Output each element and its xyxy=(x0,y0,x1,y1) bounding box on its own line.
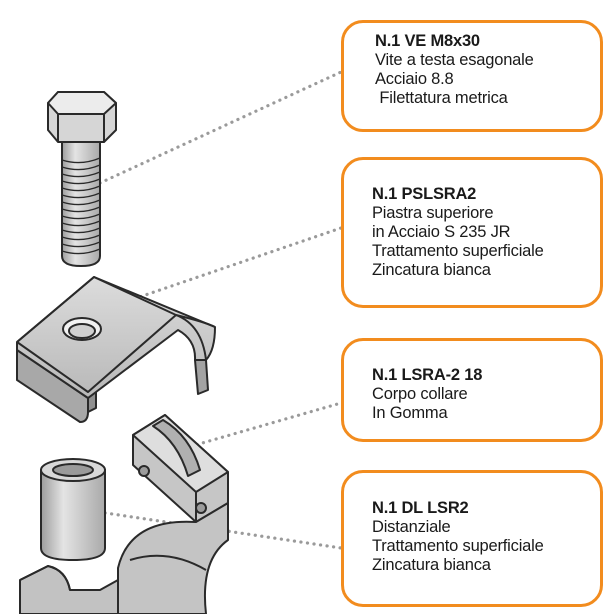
description-line: Corpo collare xyxy=(372,385,468,403)
hex-bolt-icon xyxy=(47,91,117,267)
description-line: Distanziale xyxy=(372,518,451,536)
callout-rubber-collar: N.1 LSRA-2 18 Corpo collare In Gomma xyxy=(341,338,603,442)
description-line: in Acciaio S 235 JR xyxy=(372,223,511,241)
part-code: N.1 VE M8x30 xyxy=(375,32,480,50)
description-line: Filettatura metrica xyxy=(375,89,508,107)
leader-line-collar xyxy=(176,401,343,452)
description-line: In Gomma xyxy=(372,404,448,422)
leader-line-plate xyxy=(120,226,343,305)
upper-plate-icon xyxy=(16,276,216,423)
callout-spacer: N.1 DL LSR2 Distanziale Trattamento supe… xyxy=(341,470,603,607)
spacer-icon xyxy=(40,458,106,562)
callout-hex-bolt: N.1 VE M8x30 Vite a testa esagonale Acci… xyxy=(341,20,603,132)
description-line: Acciaio 8.8 xyxy=(375,70,454,88)
description-line: Piastra superiore xyxy=(372,204,494,222)
description-line: Vite a testa esagonale xyxy=(375,51,534,69)
part-code: N.1 DL LSR2 xyxy=(372,499,469,517)
leader-line-bolt xyxy=(98,70,343,185)
part-code: N.1 LSRA-2 18 xyxy=(372,366,483,384)
rubber-collar-icon xyxy=(19,414,229,614)
description-line: Zincatura bianca xyxy=(372,261,491,279)
description-line: Trattamento superficiale xyxy=(372,242,544,260)
description-line: Trattamento superficiale xyxy=(372,537,544,555)
description-line: Zincatura bianca xyxy=(372,556,491,574)
part-code: N.1 PSLSRA2 xyxy=(372,185,477,203)
callout-upper-plate: N.1 PSLSRA2 Piastra superiore in Acciaio… xyxy=(341,157,603,308)
